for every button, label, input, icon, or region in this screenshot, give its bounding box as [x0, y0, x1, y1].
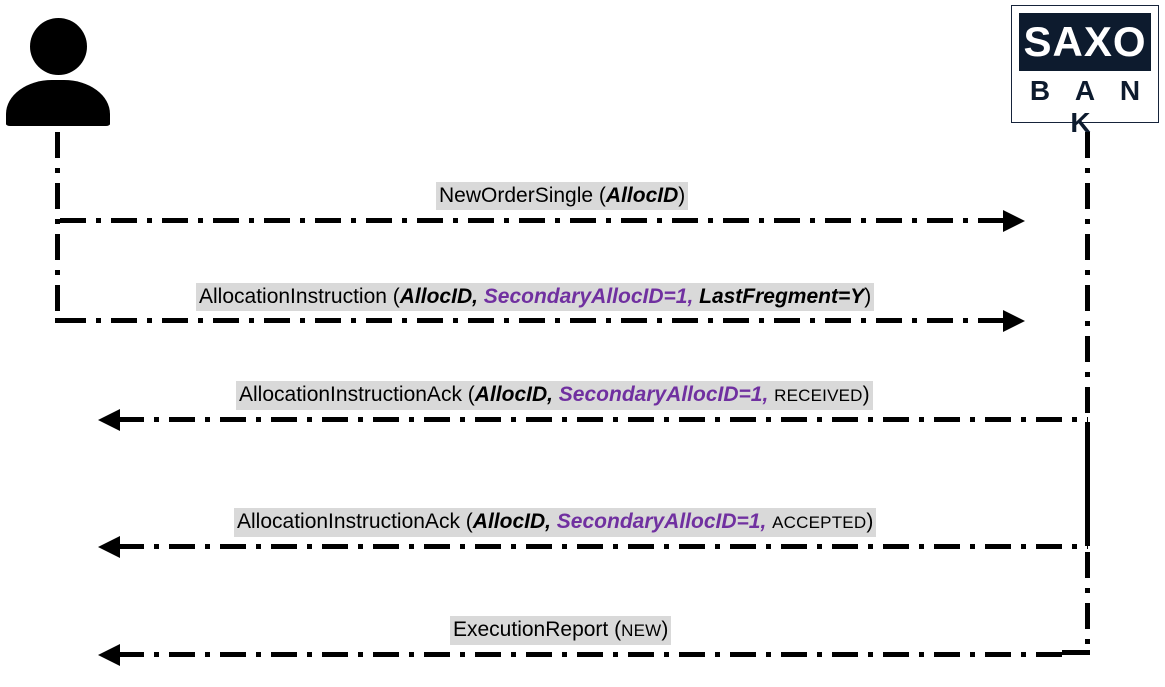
message-2-line [60, 318, 1005, 323]
message-3-status: RECEIVED [774, 386, 863, 405]
client-lifeline [55, 132, 60, 318]
message-5-status: NEW [621, 621, 662, 640]
message-2-arrowhead [1003, 310, 1025, 332]
message-5-open-paren: ( [608, 618, 622, 641]
saxo-lifeline-upper [1085, 132, 1090, 422]
bank-wordmark: B A N K [1029, 75, 1150, 138]
message-arrow-3 [98, 407, 1088, 433]
saxo-bank-logo: SAXO B A N K [1011, 5, 1159, 138]
message-5-name: ExecutionReport [453, 618, 609, 641]
message-2-param-allocid: AllocID [399, 285, 473, 308]
message-label-3: AllocationInstructionAck (AllocID, Secon… [236, 381, 873, 410]
message-2-close-paren: ) [864, 285, 872, 308]
message-4-sep-1: , [545, 510, 557, 533]
person-body-shape [6, 80, 110, 126]
person-icon [6, 18, 110, 126]
message-1-name: NewOrderSingle [439, 184, 594, 207]
message-2-sep-2: , [687, 285, 700, 308]
message-4-close-paren: ) [866, 510, 874, 533]
saxo-lifeline-lower [1085, 552, 1090, 655]
message-arrow-2 [60, 308, 1025, 334]
saxo-wordmark: SAXO [1019, 13, 1151, 71]
message-2-sep-1: , [472, 285, 484, 308]
message-2-name: AllocationInstruction [199, 285, 387, 308]
message-label-4: AllocationInstructionAck (AllocID, Secon… [234, 508, 877, 537]
person-head-shape [30, 18, 87, 75]
message-4-line [118, 544, 1088, 549]
message-3-param-allocid: AllocID [474, 383, 548, 406]
message-2-param-lastfregment: LastFregment=Y [699, 285, 865, 308]
message-label-5: ExecutionReport (NEW) [450, 616, 672, 645]
message-2-open-paren: ( [386, 285, 400, 308]
message-1-param-allocid: AllocID [605, 184, 679, 207]
message-2-param-secondaryallocid: SecondaryAllocID=1 [483, 285, 688, 308]
message-3-line [118, 417, 1088, 422]
message-5-arrowhead [98, 644, 120, 666]
message-1-arrowhead [1003, 210, 1025, 232]
saxo-activation-bar [1085, 422, 1090, 546]
message-3-arrowhead [98, 409, 120, 431]
message-3-sep-2: , [762, 383, 775, 406]
message-4-arrowhead [98, 536, 120, 558]
message-arrow-5 [98, 642, 1068, 668]
message-5-close-paren: ) [661, 618, 669, 641]
message-4-param-secondaryallocid: SecondaryAllocID=1 [556, 510, 761, 533]
message-label-2: AllocationInstruction (AllocID, Secondar… [196, 283, 875, 311]
message-3-sep-1: , [547, 383, 559, 406]
message-3-open-paren: ( [461, 383, 475, 406]
message-3-name: AllocationInstructionAck [239, 383, 462, 406]
message-3-close-paren: ) [862, 383, 870, 406]
message-1-open-paren: ( [593, 184, 606, 207]
message-1-line [60, 218, 1005, 223]
message-1-close-paren: ) [678, 184, 686, 207]
saxo-lifeline-corner [1062, 650, 1090, 655]
message-3-param-secondaryallocid: SecondaryAllocID=1 [558, 383, 763, 406]
message-arrow-1 [60, 208, 1025, 234]
message-4-status: ACCEPTED [772, 513, 867, 532]
message-5-line [118, 652, 1066, 657]
message-label-1: NewOrderSingle (AllocID) [436, 182, 689, 210]
message-4-name: AllocationInstructionAck [237, 510, 460, 533]
message-4-param-allocid: AllocID [472, 510, 546, 533]
message-arrow-4 [98, 534, 1088, 560]
message-4-sep-2: , [760, 510, 773, 533]
message-4-open-paren: ( [459, 510, 473, 533]
